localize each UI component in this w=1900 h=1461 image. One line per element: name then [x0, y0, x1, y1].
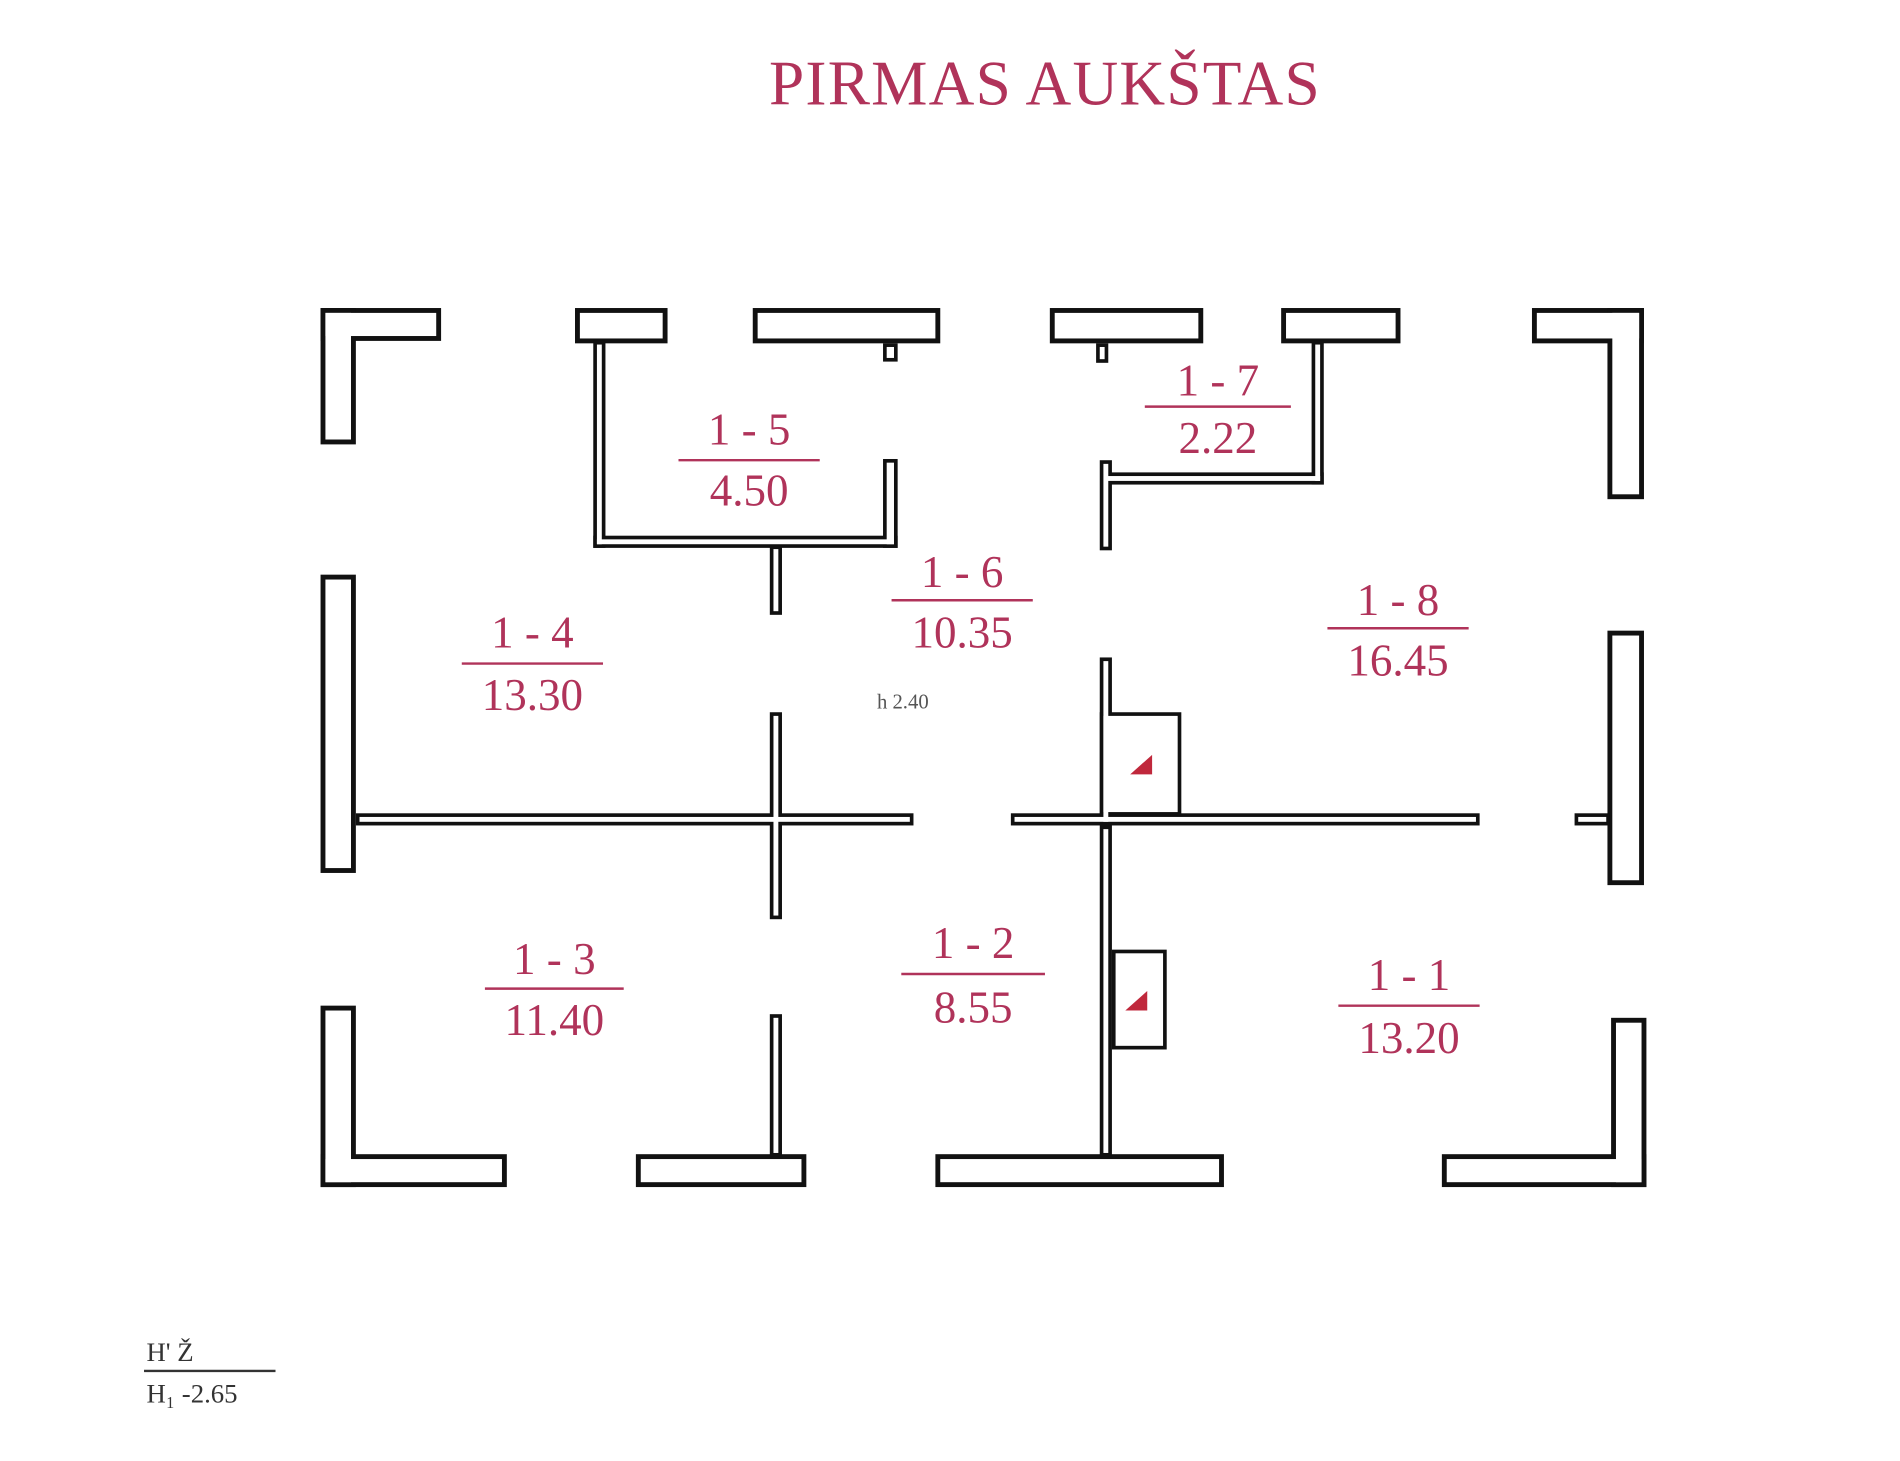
- chimney-marker-icon: [1130, 754, 1153, 775]
- plan-title: PIRMAS AUKŠTAS: [769, 49, 1321, 119]
- room-number: 1 - 1: [1368, 950, 1451, 1000]
- room-number: 1 - 7: [1177, 356, 1260, 406]
- room-label: 1 - 5 4.50: [678, 404, 820, 515]
- room-area: 11.40: [504, 995, 604, 1045]
- room-area: 2.22: [1178, 413, 1257, 463]
- chimneys: [1125, 754, 1153, 1011]
- room-number: 1 - 8: [1357, 575, 1440, 625]
- room-number: 1 - 6: [921, 547, 1004, 597]
- ceiling-height-note: h 2.40: [877, 692, 929, 714]
- room-area: 16.45: [1347, 636, 1448, 686]
- room-label: 1 - 6 10.35: [891, 547, 1033, 658]
- room-label: 1 - 7 2.22: [1144, 356, 1291, 463]
- level-mark: H' Ž H₁ -2.65: [144, 1337, 276, 1409]
- chimney-marker-icon: [1125, 991, 1148, 1011]
- room-label: 1 - 1 13.20: [1338, 950, 1480, 1063]
- room-number: 1 - 2: [932, 918, 1015, 968]
- room-label: 1 - 2 8.55: [901, 918, 1045, 1033]
- room-area: 13.30: [482, 670, 583, 720]
- level-mark-bottom: H₁ -2.65: [146, 1379, 237, 1409]
- room-area: 4.50: [710, 465, 789, 515]
- room-area: 8.55: [934, 983, 1013, 1033]
- room-area: 13.20: [1358, 1013, 1459, 1063]
- room-number: 1 - 5: [708, 404, 791, 454]
- room-number: 1 - 3: [513, 934, 596, 984]
- room-label: 1 - 3 11.40: [484, 934, 624, 1045]
- room-label: 1 - 8 16.45: [1327, 575, 1469, 686]
- level-mark-top: H' Ž: [146, 1337, 193, 1367]
- room-area: 10.35: [912, 608, 1013, 658]
- room-label: 1 - 4 13.30: [461, 608, 604, 720]
- room-number: 1 - 4: [491, 608, 574, 658]
